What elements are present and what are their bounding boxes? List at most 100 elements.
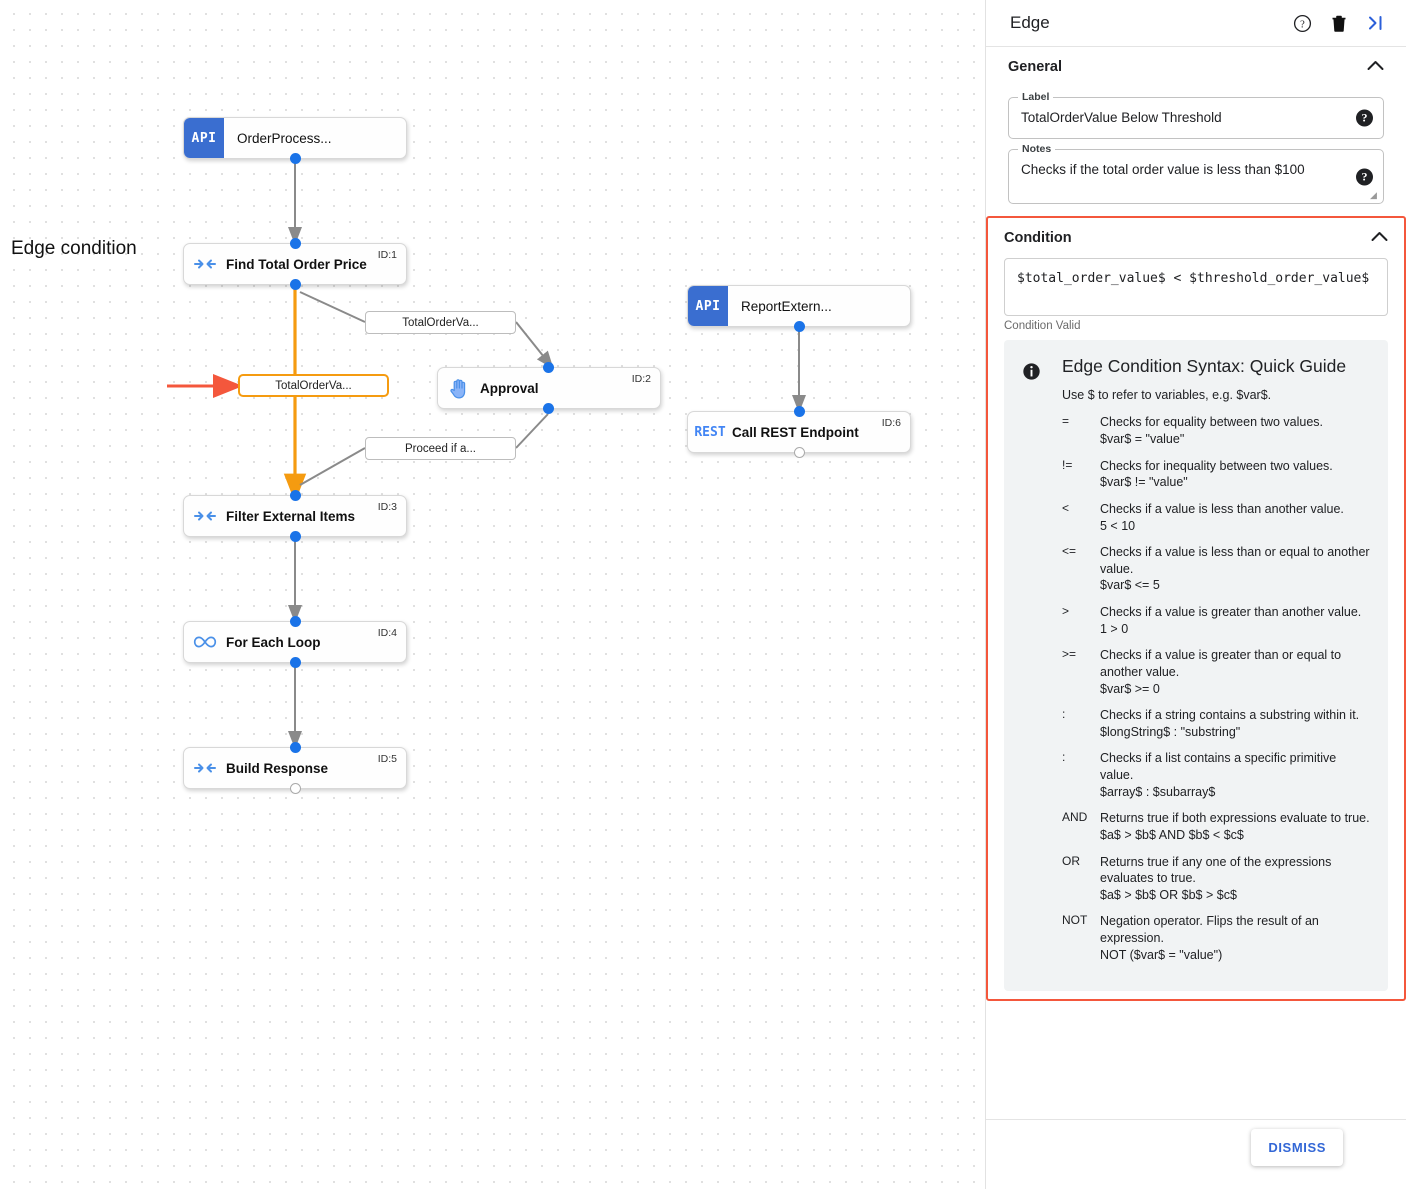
operator-symbol: <= [1062,544,1077,559]
syntax-guide-card: Edge Condition Syntax: Quick Guide Use $… [1004,340,1388,992]
operator-description: Checks for equality between two values. [1100,415,1324,430]
node-id: ID:5 [377,753,397,765]
transform-icon [184,760,226,776]
dismiss-bar: DISMISS [986,1119,1406,1189]
node-port-out[interactable] [290,657,301,668]
node-title: Find Total Order Price [226,256,367,272]
rest-badge-icon: REST [694,424,726,440]
chevron-up-icon[interactable] [1367,58,1384,76]
operator-symbol: AND [1062,810,1088,825]
operator-symbol: OR [1062,853,1080,868]
operator-row: < Checks if a value is less than another … [1062,501,1370,534]
hand-icon [438,378,480,399]
section-general-header[interactable]: General [1002,47,1390,87]
node-build-response[interactable]: Build Response ID:5 [183,747,407,789]
node-port-in[interactable] [290,238,301,249]
node-id: ID:2 [631,373,651,385]
node-port-in[interactable] [290,616,301,627]
node-filter-external-items[interactable]: Filter External Items ID:3 [183,495,407,537]
edge-label[interactable]: TotalOrderVa... [365,311,516,334]
api-badge-icon: API [688,286,728,326]
trash-icon[interactable] [1330,14,1348,33]
collapse-panel-icon[interactable] [1366,14,1386,32]
operator-symbol: : [1062,707,1066,722]
section-condition: Condition $total_order_value$ < $thresho… [986,216,1406,1002]
node-title: Approval [480,380,539,396]
node-port-in[interactable] [290,490,301,501]
operator-example: $a$ > $b$ AND $b$ < $c$ [1100,827,1244,842]
operator-example: $var$ >= 0 [1100,681,1160,696]
operator-row: : Checks if a string contains a substring… [1062,707,1370,740]
page-title: Edge [1010,13,1050,32]
guide-subtitle: Use $ to refer to variables, e.g. $var$. [1062,388,1272,403]
notes-field[interactable]: Notes Checks if the total order value is… [1008,143,1384,205]
operator-symbol: < [1062,500,1070,515]
operator-description: Checks if a value is greater than or equ… [1100,648,1342,679]
node-id: ID:3 [377,501,397,513]
panel-header: Edge ? [986,0,1406,47]
edge-label-selected[interactable]: TotalOrderVa... [238,374,389,397]
node-port-out[interactable] [290,153,301,164]
operator-row: >=Checks if a value is greater than or e… [1062,647,1370,697]
node-port-out[interactable] [794,447,805,458]
workflow-canvas[interactable]: Edge condition API OrderProcess... Find … [0,0,985,1189]
operator-example: $array$ : $subarray$ [1100,784,1216,799]
notes-field-value: Checks if the total order value is less … [1021,162,1305,178]
help-circle-icon[interactable]: ? [1293,14,1312,33]
node-port-out[interactable] [290,783,301,794]
condition-validity-status: Condition Valid [1004,320,1081,333]
transform-icon [184,508,226,524]
operator-description: Checks if a value is less than another v… [1100,501,1344,516]
guide-title: Edge Condition Syntax: Quick Guide [1062,356,1347,377]
node-report-extern[interactable]: API ReportExtern... [687,285,911,327]
operator-example: $var$ != "value" [1100,475,1188,490]
resize-grip-icon[interactable]: ◢ [1370,190,1377,201]
operator-symbol: > [1062,604,1070,619]
edge-label[interactable]: Proceed if a... [365,437,516,460]
section-title: Condition [1004,230,1072,247]
help-icon[interactable]: ? [1356,168,1373,186]
notes-field-label: Notes [1018,143,1056,156]
operator-example: NOT ($var$ = "value") [1100,947,1223,962]
operator-description: Checks if a string contains a substring … [1100,708,1360,723]
info-icon [1022,356,1062,973]
canvas-annotation-label: Edge condition [11,238,137,259]
node-title: Build Response [226,760,329,776]
node-id: ID:6 [881,417,901,429]
node-for-each-loop[interactable]: For Each Loop ID:4 [183,621,407,663]
dismiss-button[interactable]: DISMISS [1251,1129,1343,1166]
operator-example: $longString$ : "substring" [1100,724,1241,739]
node-port-in[interactable] [794,406,805,417]
help-icon[interactable]: ? [1356,109,1373,127]
edge-properties-panel: Edge ? General Label [985,0,1406,1189]
operator-row: = Checks for equality between two values.… [1062,414,1370,447]
node-port-out[interactable] [290,279,301,290]
operator-symbol: = [1062,414,1070,429]
label-field[interactable]: Label TotalOrderValue Below Threshold ? [1008,91,1384,140]
node-title: Call REST Endpoint [732,424,859,440]
operator-row: <=Checks if a value is less than or equa… [1062,544,1370,594]
node-port-out[interactable] [290,531,301,542]
node-port-out[interactable] [543,403,554,414]
node-order-process[interactable]: API OrderProcess... [183,117,407,159]
section-condition-header[interactable]: Condition [988,218,1404,258]
operator-symbol: : [1062,750,1066,765]
infinity-icon [184,635,226,649]
node-port-out[interactable] [794,321,805,332]
node-id: ID:1 [377,249,397,261]
api-badge-icon: API [184,118,224,158]
operator-example: 5 < 10 [1100,518,1136,533]
condition-expression-input[interactable]: $total_order_value$ < $threshold_order_v… [1004,258,1388,317]
chevron-up-icon[interactable] [1371,229,1388,247]
node-title: OrderProcess... [237,130,332,146]
panel-body: General Label TotalOrderValue Below Thre… [986,47,1406,1189]
node-id: ID:4 [377,627,397,639]
operator-description: Returns true if both expressions evaluat… [1100,811,1370,826]
node-port-in[interactable] [290,742,301,753]
node-port-in[interactable] [543,362,554,373]
operator-example: 1 > 0 [1100,621,1129,636]
node-title: For Each Loop [226,634,321,650]
edge-connections [167,160,806,749]
